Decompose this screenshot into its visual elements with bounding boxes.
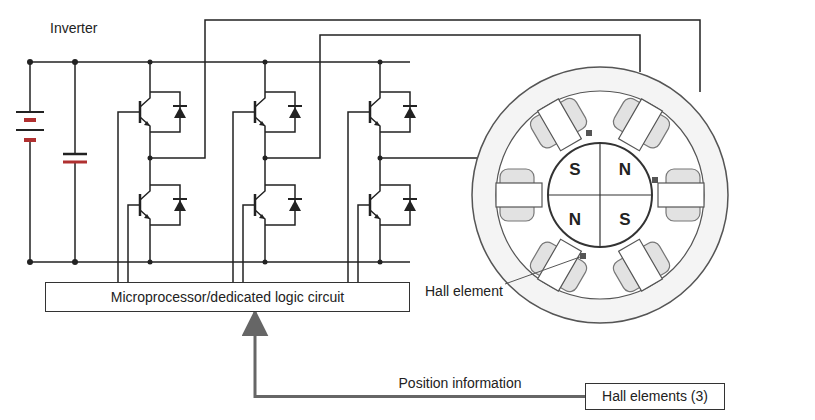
line-shape [29, 62, 31, 112]
circle-shape [72, 59, 78, 65]
rect-shape [658, 183, 704, 207]
polyline-shape [380, 157, 478, 159]
polyline-shape [243, 205, 255, 282]
use-shape [140, 92, 187, 132]
box-text: Hall elements (3) [602, 388, 708, 404]
circle-shape [72, 259, 78, 265]
line-shape [599, 143, 600, 247]
line-shape [505, 257, 580, 284]
rect-shape [619, 99, 663, 151]
circle-shape [378, 260, 383, 265]
line-shape [16, 129, 44, 131]
use-shape [140, 185, 187, 225]
use-shape [255, 185, 302, 225]
rect-shape [610, 95, 672, 150]
hall-element-label: Hall element [425, 283, 503, 299]
circle-shape [263, 260, 268, 265]
circle-shape [27, 259, 33, 265]
rect-shape [586, 130, 592, 136]
line-shape [264, 225, 266, 262]
circle-shape [548, 143, 652, 247]
use-shape [370, 92, 417, 132]
g-shape [658, 169, 704, 221]
rect-shape [538, 99, 582, 151]
position-signal-arrow [255, 312, 585, 397]
logic-circuit-box: Microprocessor/dedicated logic circuit [45, 282, 410, 312]
line-shape [24, 118, 36, 122]
g-shape [16, 20, 700, 282]
line-shape [24, 138, 36, 142]
rect-shape [538, 239, 582, 291]
circle-shape [496, 91, 704, 299]
g-shape [496, 169, 542, 221]
line-shape [30, 61, 410, 63]
line-shape [16, 111, 44, 113]
line-shape [379, 225, 381, 262]
line-shape [63, 153, 87, 156]
polyline-shape [358, 205, 370, 282]
circle-shape [472, 67, 728, 323]
circle-shape [148, 60, 153, 65]
pole-label: N [619, 160, 631, 180]
g-shape [472, 67, 728, 323]
circle-shape [148, 156, 153, 161]
pole-label: S [569, 160, 580, 180]
polyline-shape [118, 112, 140, 282]
g-shape [496, 92, 704, 298]
line-shape [264, 62, 266, 92]
rect-shape [527, 95, 589, 150]
edge-label: Position information [397, 375, 524, 391]
polyline-shape [348, 112, 370, 282]
polyline-shape [233, 112, 255, 282]
circle-shape [263, 156, 268, 161]
pole-label: N [569, 210, 581, 230]
line-shape [149, 62, 151, 92]
line-shape [30, 261, 410, 263]
rect-shape [652, 177, 658, 183]
circle-shape [148, 260, 153, 265]
line-shape [63, 161, 87, 164]
pole-label: S [619, 210, 630, 230]
hall-sensor-box: Hall elements (3) [585, 383, 725, 410]
circle-shape [378, 60, 383, 65]
rect-shape [496, 183, 542, 207]
box-text: Microprocessor/dedicated logic circuit [111, 289, 344, 305]
g-shape [27, 59, 383, 265]
line-shape [379, 62, 381, 92]
use-shape [255, 92, 302, 132]
line-shape [149, 225, 151, 262]
rect-shape [527, 239, 589, 294]
circle-shape [263, 60, 268, 65]
inverter-label: Inverter [50, 20, 97, 36]
line-shape [29, 140, 31, 262]
rect-shape [580, 253, 586, 259]
line-shape [74, 62, 76, 154]
line-shape [74, 162, 76, 262]
circle-shape [378, 156, 383, 161]
polyline-shape [128, 205, 140, 282]
circle-shape [27, 59, 33, 65]
use-shape [370, 185, 417, 225]
rect-shape [619, 239, 663, 291]
rect-shape [610, 239, 672, 294]
